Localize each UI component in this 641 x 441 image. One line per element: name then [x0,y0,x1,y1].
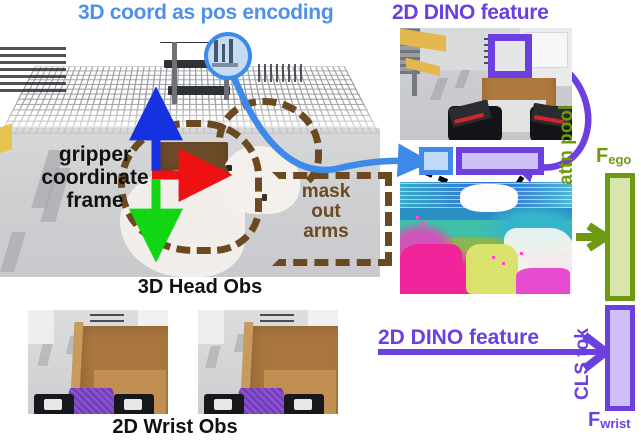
wrist-cart [90,310,124,328]
ego-desk-leg [412,70,417,96]
wrist-observation-left [28,310,168,414]
gripper-coordinate-frame-label: gripper coordinate frame [20,143,170,212]
feature-map-white-blob [460,184,518,212]
feature-speck [416,216,419,219]
wrist-gripper-finger-left [34,394,74,414]
f-ego-feature-bar [605,173,635,301]
cls-tok-label: CLS tok [572,328,593,400]
title-2d-dino-feature-bottom: 2D DINO feature [378,326,540,349]
feature-speck [520,252,523,255]
title-2d-dino-feature: 2D DINO feature [392,1,549,24]
caption-3d-head-obs: 3D Head Obs [137,276,263,298]
caption-2d-wrist-obs: 2D Wrist Obs [112,416,238,438]
point-cloud-yellow-desk [0,123,12,155]
feature-speck [422,222,425,225]
dino-feature-token [456,147,544,175]
wrist-wall-left [28,310,54,344]
coord-label-line-1: gripper [58,143,132,166]
f-wrist-label: Fwrist [588,409,631,432]
coord-label-line-2: coordinate [41,166,149,189]
title-3d-coord-pos-encoding: 3D coord as pos encoding [78,1,334,24]
wrist-gripper-finger-left [204,394,244,414]
feature-map-magenta-region [516,268,570,294]
feature-map-pink-region [400,244,462,294]
mask-out-arms-label: mask out arms [282,182,370,242]
mask-label-line-2: out [311,201,341,222]
attn-pool-label: attn pool [556,104,577,185]
f-wrist-subscript: wrist [600,416,631,431]
wrist-observation-right [198,310,338,414]
feature-map-yellow-region [466,244,518,294]
coord-label-line-3: frame [66,189,124,212]
magnifier-highlight-circle [204,32,252,80]
point-cloud-shelf-left [0,46,66,92]
mask-label-line-1: mask [301,181,351,202]
feature-speck [502,262,505,265]
f-ego-label: Fego [596,145,631,168]
f-ego-subscript: ego [608,152,632,167]
f-wrist-symbol: F [588,409,601,431]
point-cloud-chair [258,64,302,82]
mask-out-arms-callout-box [272,172,392,266]
wrist-gripper-finger-right [114,394,154,414]
feature-speck [492,256,495,259]
ego-whiteboard [526,32,568,68]
mask-label-line-3: arms [303,221,349,242]
wrist-gripper-finger-right [284,394,324,414]
f-wrist-feature-bar [605,305,635,411]
arm-speck [262,194,267,201]
pos-encoding-token [419,147,453,175]
f-ego-symbol: F [596,145,609,167]
wrist-cart [260,310,294,328]
dino-feature-map-pca [400,182,572,294]
dino-patch-selection-box [488,34,532,78]
attn-pool-arrow-head [586,222,614,252]
wrist-wall-left [198,310,224,344]
egocentric-rgb-image [400,28,572,140]
